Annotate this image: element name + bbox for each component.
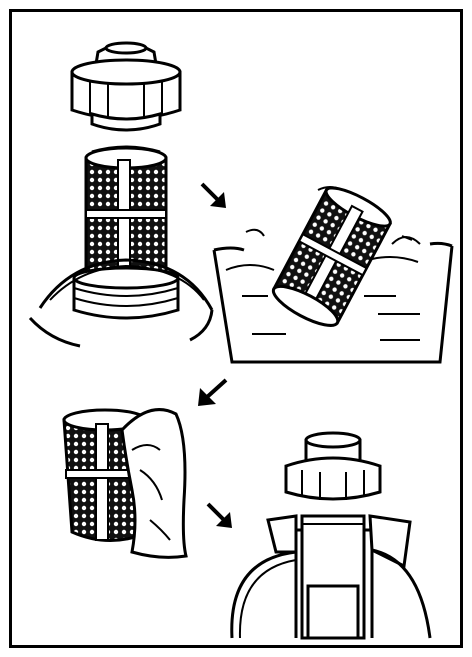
strainer-in-neck <box>302 516 364 638</box>
step-4-reinstall <box>232 433 430 638</box>
filler-neck <box>30 260 212 346</box>
step-3-wipe-strainer <box>64 410 186 558</box>
filler-cap-reinstalled <box>286 433 380 500</box>
filler-cap <box>72 43 180 130</box>
strainer-in-water <box>269 181 395 332</box>
step-1-remove-strainer <box>30 43 212 346</box>
step-2-wash-strainer <box>214 181 452 362</box>
arrow-down-right-icon <box>202 184 226 208</box>
arrow-down-left-icon <box>198 380 226 406</box>
arrow-down-right-icon <box>208 504 232 528</box>
